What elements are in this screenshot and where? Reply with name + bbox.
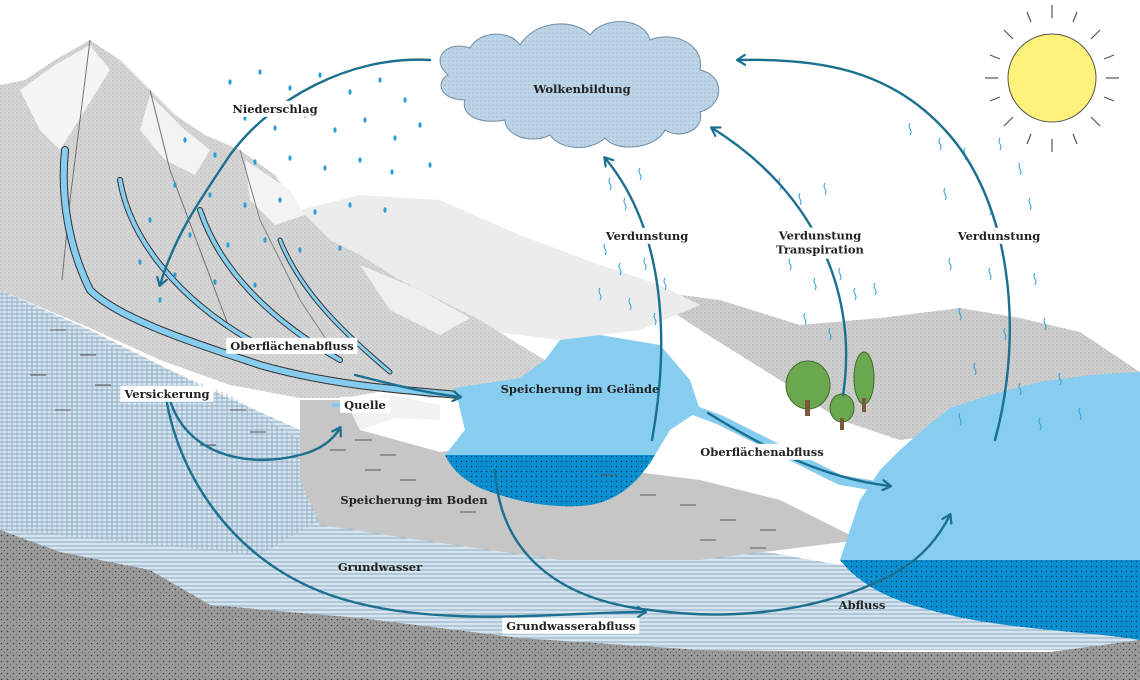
label-evapotranspiration: Verdunstung Transpiration xyxy=(772,227,868,259)
label-soil-storage: Speicherung im Boden xyxy=(340,492,488,507)
rain-drops xyxy=(138,69,432,303)
label-evapotranspiration-line1: Verdunstung xyxy=(778,228,862,243)
cloud xyxy=(439,21,720,148)
label-precipitation: Niederschlag xyxy=(228,100,322,118)
label-cloud-formation: Wolkenbildung xyxy=(533,81,631,96)
central-lake xyxy=(445,335,700,460)
flow-arrows xyxy=(160,58,1012,617)
evaporation-lake-arrow xyxy=(605,158,663,442)
infiltration-arrow xyxy=(168,398,340,462)
label-groundwater-outflow: Grundwasserabfluss xyxy=(502,617,640,635)
label-evaporation-right: Verdunstung xyxy=(953,227,1045,245)
middle-ridge xyxy=(240,195,700,340)
sun xyxy=(985,5,1119,152)
evaporation-squiggles xyxy=(598,122,1082,431)
infiltration-zone xyxy=(0,290,320,555)
label-surface-runoff-lake: Oberflächenabfluss xyxy=(696,443,828,461)
surface-runoff-arrow-1 xyxy=(353,373,460,397)
sea xyxy=(840,372,1140,560)
label-evaporation-left: Verdunstung xyxy=(601,227,693,245)
evaporation-sea-arrow xyxy=(738,60,1012,442)
label-groundwater: Grundwasser xyxy=(337,559,423,574)
label-outflow: Abfluss xyxy=(838,597,886,612)
label-spring: Quelle xyxy=(340,396,390,414)
groundwater-flow-arrow xyxy=(163,388,645,617)
label-infiltration: Versickerung xyxy=(120,385,214,403)
label-evapotranspiration-line2: Transpiration xyxy=(776,243,864,257)
deep-groundwater-arrow xyxy=(493,468,950,616)
soil-dashes xyxy=(30,329,776,549)
label-surface-runoff-mountain: Oberflächenabfluss xyxy=(226,337,358,355)
trees xyxy=(785,351,875,430)
label-surface-storage: Speicherung im Gelände xyxy=(500,381,660,396)
precipitation-arrow xyxy=(160,58,432,285)
